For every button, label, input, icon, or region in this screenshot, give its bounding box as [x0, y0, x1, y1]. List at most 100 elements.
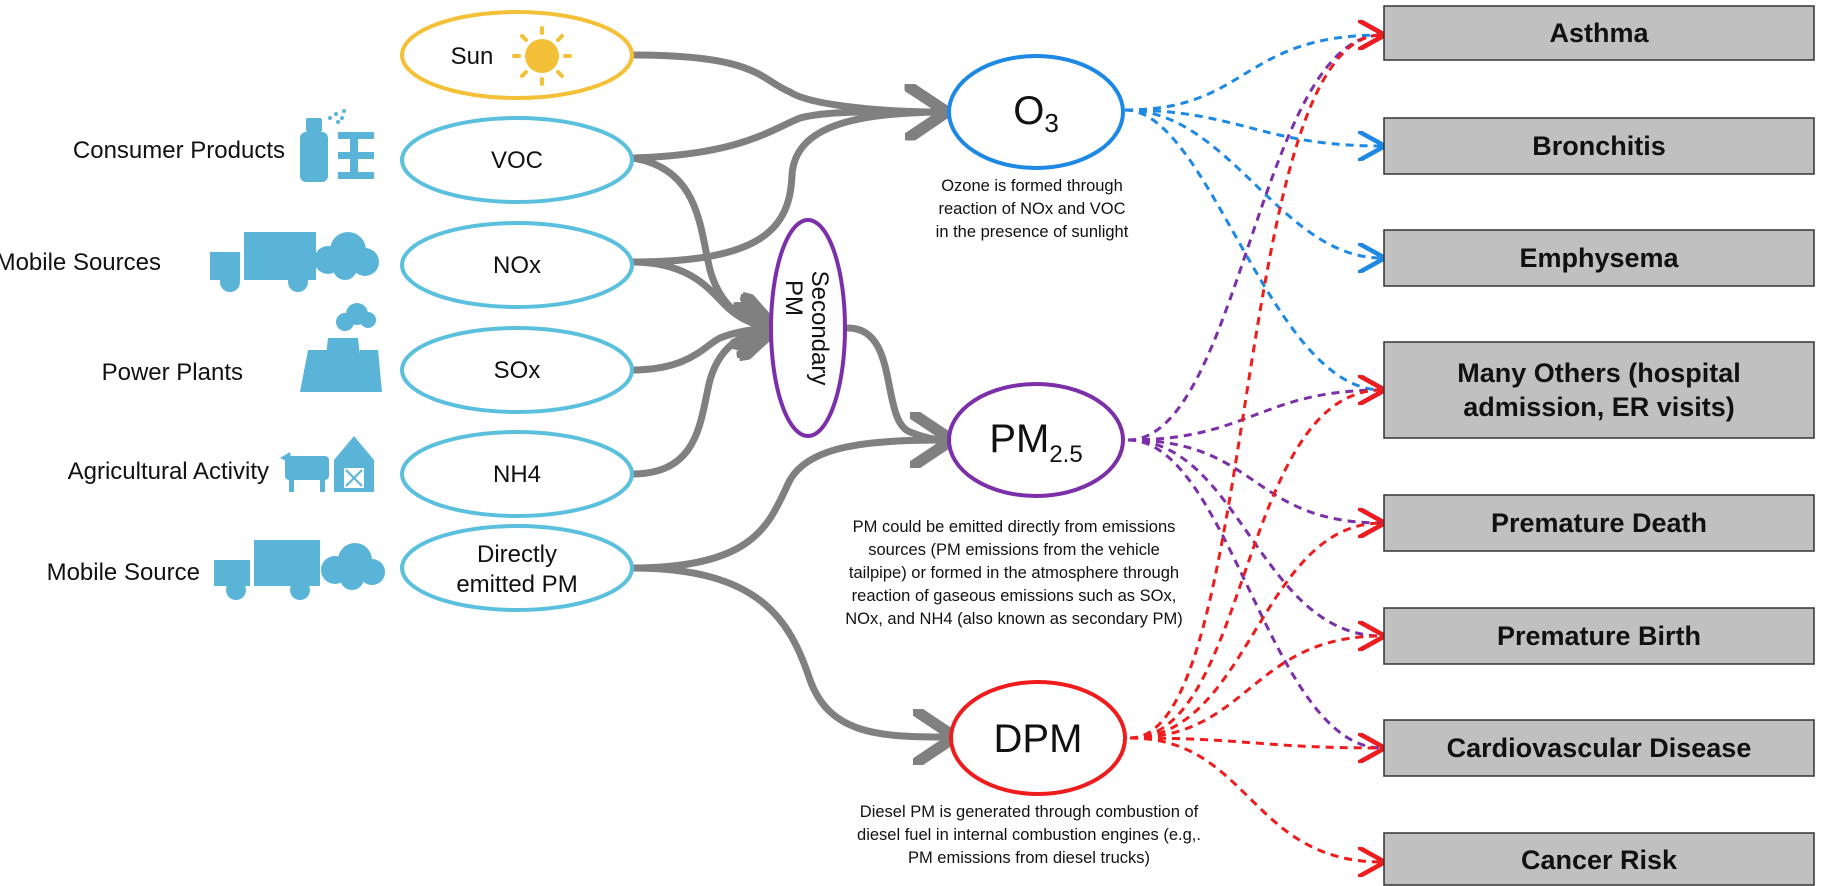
outcome-premature-death: Premature Death [1383, 494, 1815, 552]
dpm-label: DPM [994, 717, 1083, 761]
source-label-mobile-source: Mobile Source [47, 559, 200, 586]
o3-label-sub: 3 [1044, 108, 1058, 138]
source-label-consumer-products: Consumer Products [73, 137, 285, 164]
direct-pm-label-line2: emitted PM [456, 571, 577, 598]
nh4-node [400, 430, 634, 518]
arrow-voc-to-o3 [628, 112, 940, 162]
outcome-label: admission, ER visits) [1463, 392, 1735, 422]
pm-note-line: reaction of gaseous emissions such as SO… [852, 587, 1177, 605]
pm25-label-main: PM [989, 417, 1049, 461]
pm-note: PM could be emitted directly from emissi… [845, 518, 1182, 628]
direct-pm-label-line1: Directly [477, 541, 557, 568]
arrow-directpm-to-pm25 [628, 440, 945, 572]
flow-arrows [628, 51, 948, 737]
source-label-mobile-sources: Mobile Sources [0, 249, 161, 276]
sox-label: SOx [494, 357, 541, 384]
pm25-node [947, 382, 1125, 498]
outcome-many-others: Many Others (hospital admission, ER visi… [1383, 341, 1815, 439]
pm25-effect-arrows [1127, 35, 1382, 748]
pm-note-line: NOx, and NH4 (also known as secondary PM… [845, 610, 1182, 628]
sun-icon [512, 26, 572, 86]
voc-label: VOC [491, 147, 543, 174]
outcome-box [1383, 5, 1815, 61]
direct-pm-node [400, 524, 634, 612]
pm25-to-many-others [1127, 390, 1382, 442]
dpm-note-line: diesel fuel in internal combustion engin… [857, 826, 1201, 844]
outcome-bronchitis: Bronchitis [1383, 117, 1815, 175]
truck-icon [210, 232, 379, 292]
voc-node [400, 116, 634, 204]
dpm-to-cardiovascular [1129, 738, 1382, 748]
o3-to-emphysema [1124, 108, 1382, 258]
spray-can-icon [300, 109, 374, 182]
outcome-asthma: Asthma [1383, 5, 1815, 61]
outcome-label: Premature Birth [1497, 621, 1701, 651]
outcome-cardiovascular-disease: Cardiovascular Disease [1383, 719, 1815, 777]
outcome-label: Asthma [1549, 18, 1649, 48]
arrow-directpm-to-dpm [628, 564, 948, 737]
pm-note-line: PM could be emitted directly from emissi… [853, 518, 1176, 536]
outcome-box [1383, 719, 1815, 777]
pm25-to-premature-birth [1127, 438, 1382, 636]
power-plant-icon [300, 303, 382, 392]
sox-node [400, 326, 634, 414]
o3-to-many-others [1124, 108, 1382, 390]
outcome-box [1383, 494, 1815, 552]
outcome-premature-birth: Premature Birth [1383, 607, 1815, 665]
outcome-emphysema: Emphysema [1383, 229, 1815, 287]
o3-effect-arrows [1124, 35, 1382, 390]
dpm-effect-arrows [1129, 35, 1382, 862]
dpm-to-premature-death [1129, 523, 1382, 740]
secondary-pm-label-line2: PM [780, 280, 807, 316]
ozone-note-line: reaction of NOx and VOC [938, 200, 1125, 218]
outcome-label: Cancer Risk [1521, 845, 1678, 875]
pm25-to-cardiovascular [1127, 438, 1382, 748]
arrow-nox-to-secondary-pm [628, 258, 770, 328]
o3-label-main: O [1013, 89, 1044, 133]
ozone-note: Ozone is formed through reaction of NOx … [936, 177, 1129, 241]
pm25-to-premature-death [1127, 438, 1382, 523]
outcome-box [1383, 117, 1815, 175]
source-label-agricultural-activity: Agricultural Activity [68, 458, 269, 485]
o3-to-asthma [1124, 35, 1382, 112]
nox-label: NOx [493, 252, 541, 279]
dpm-note: Diesel PM is generated through combustio… [857, 803, 1201, 867]
outcome-box [1383, 341, 1815, 439]
outcome-label: Cardiovascular Disease [1447, 733, 1752, 763]
arrow-secondary-pm-to-pm25 [844, 324, 945, 440]
dpm-node [949, 680, 1127, 796]
dpm-to-many-others [1129, 390, 1382, 740]
dpm-to-asthma [1129, 35, 1382, 740]
o3-to-bronchitis [1124, 108, 1382, 146]
nox-node [400, 221, 634, 309]
outcome-label: Many Others (hospital [1457, 358, 1741, 388]
o3-label: O3 [1013, 89, 1059, 138]
outcome-cancer-risk: Cancer Risk [1383, 832, 1815, 886]
o3-node [947, 54, 1125, 170]
outcome-box [1383, 832, 1815, 886]
ozone-note-line: Ozone is formed through [941, 177, 1123, 195]
arrow-nox-to-o3 [628, 112, 940, 266]
outcome-label: Bronchitis [1532, 131, 1666, 161]
outcome-label: Premature Death [1491, 508, 1707, 538]
dpm-note-line: Diesel PM is generated through combustio… [860, 803, 1199, 821]
sun-label: Sun [451, 43, 494, 70]
pm-note-line: sources (PM emissions from the vehicle [868, 541, 1160, 559]
pm25-to-asthma [1127, 35, 1382, 442]
arrow-nh4-to-secondary-pm [628, 328, 770, 478]
ozone-note-line: in the presence of sunlight [936, 223, 1129, 241]
farm-icon [280, 436, 374, 492]
source-label-power-plants: Power Plants [102, 359, 243, 386]
pm-note-line: tailpipe) or formed in the atmosphere th… [849, 564, 1179, 582]
outcome-box [1383, 607, 1815, 665]
dpm-to-cancer-risk [1129, 736, 1382, 862]
pm25-label: PM2.5 [989, 417, 1082, 468]
nh4-label: NH4 [493, 461, 541, 488]
secondary-pm-label-line1: Secondary [806, 271, 833, 386]
secondary-pm-node [769, 218, 847, 438]
outcome-label: Emphysema [1519, 243, 1679, 273]
arrow-sun-to-o3 [628, 51, 940, 112]
truck-icon-2 [214, 540, 385, 600]
outcome-box [1383, 229, 1815, 287]
